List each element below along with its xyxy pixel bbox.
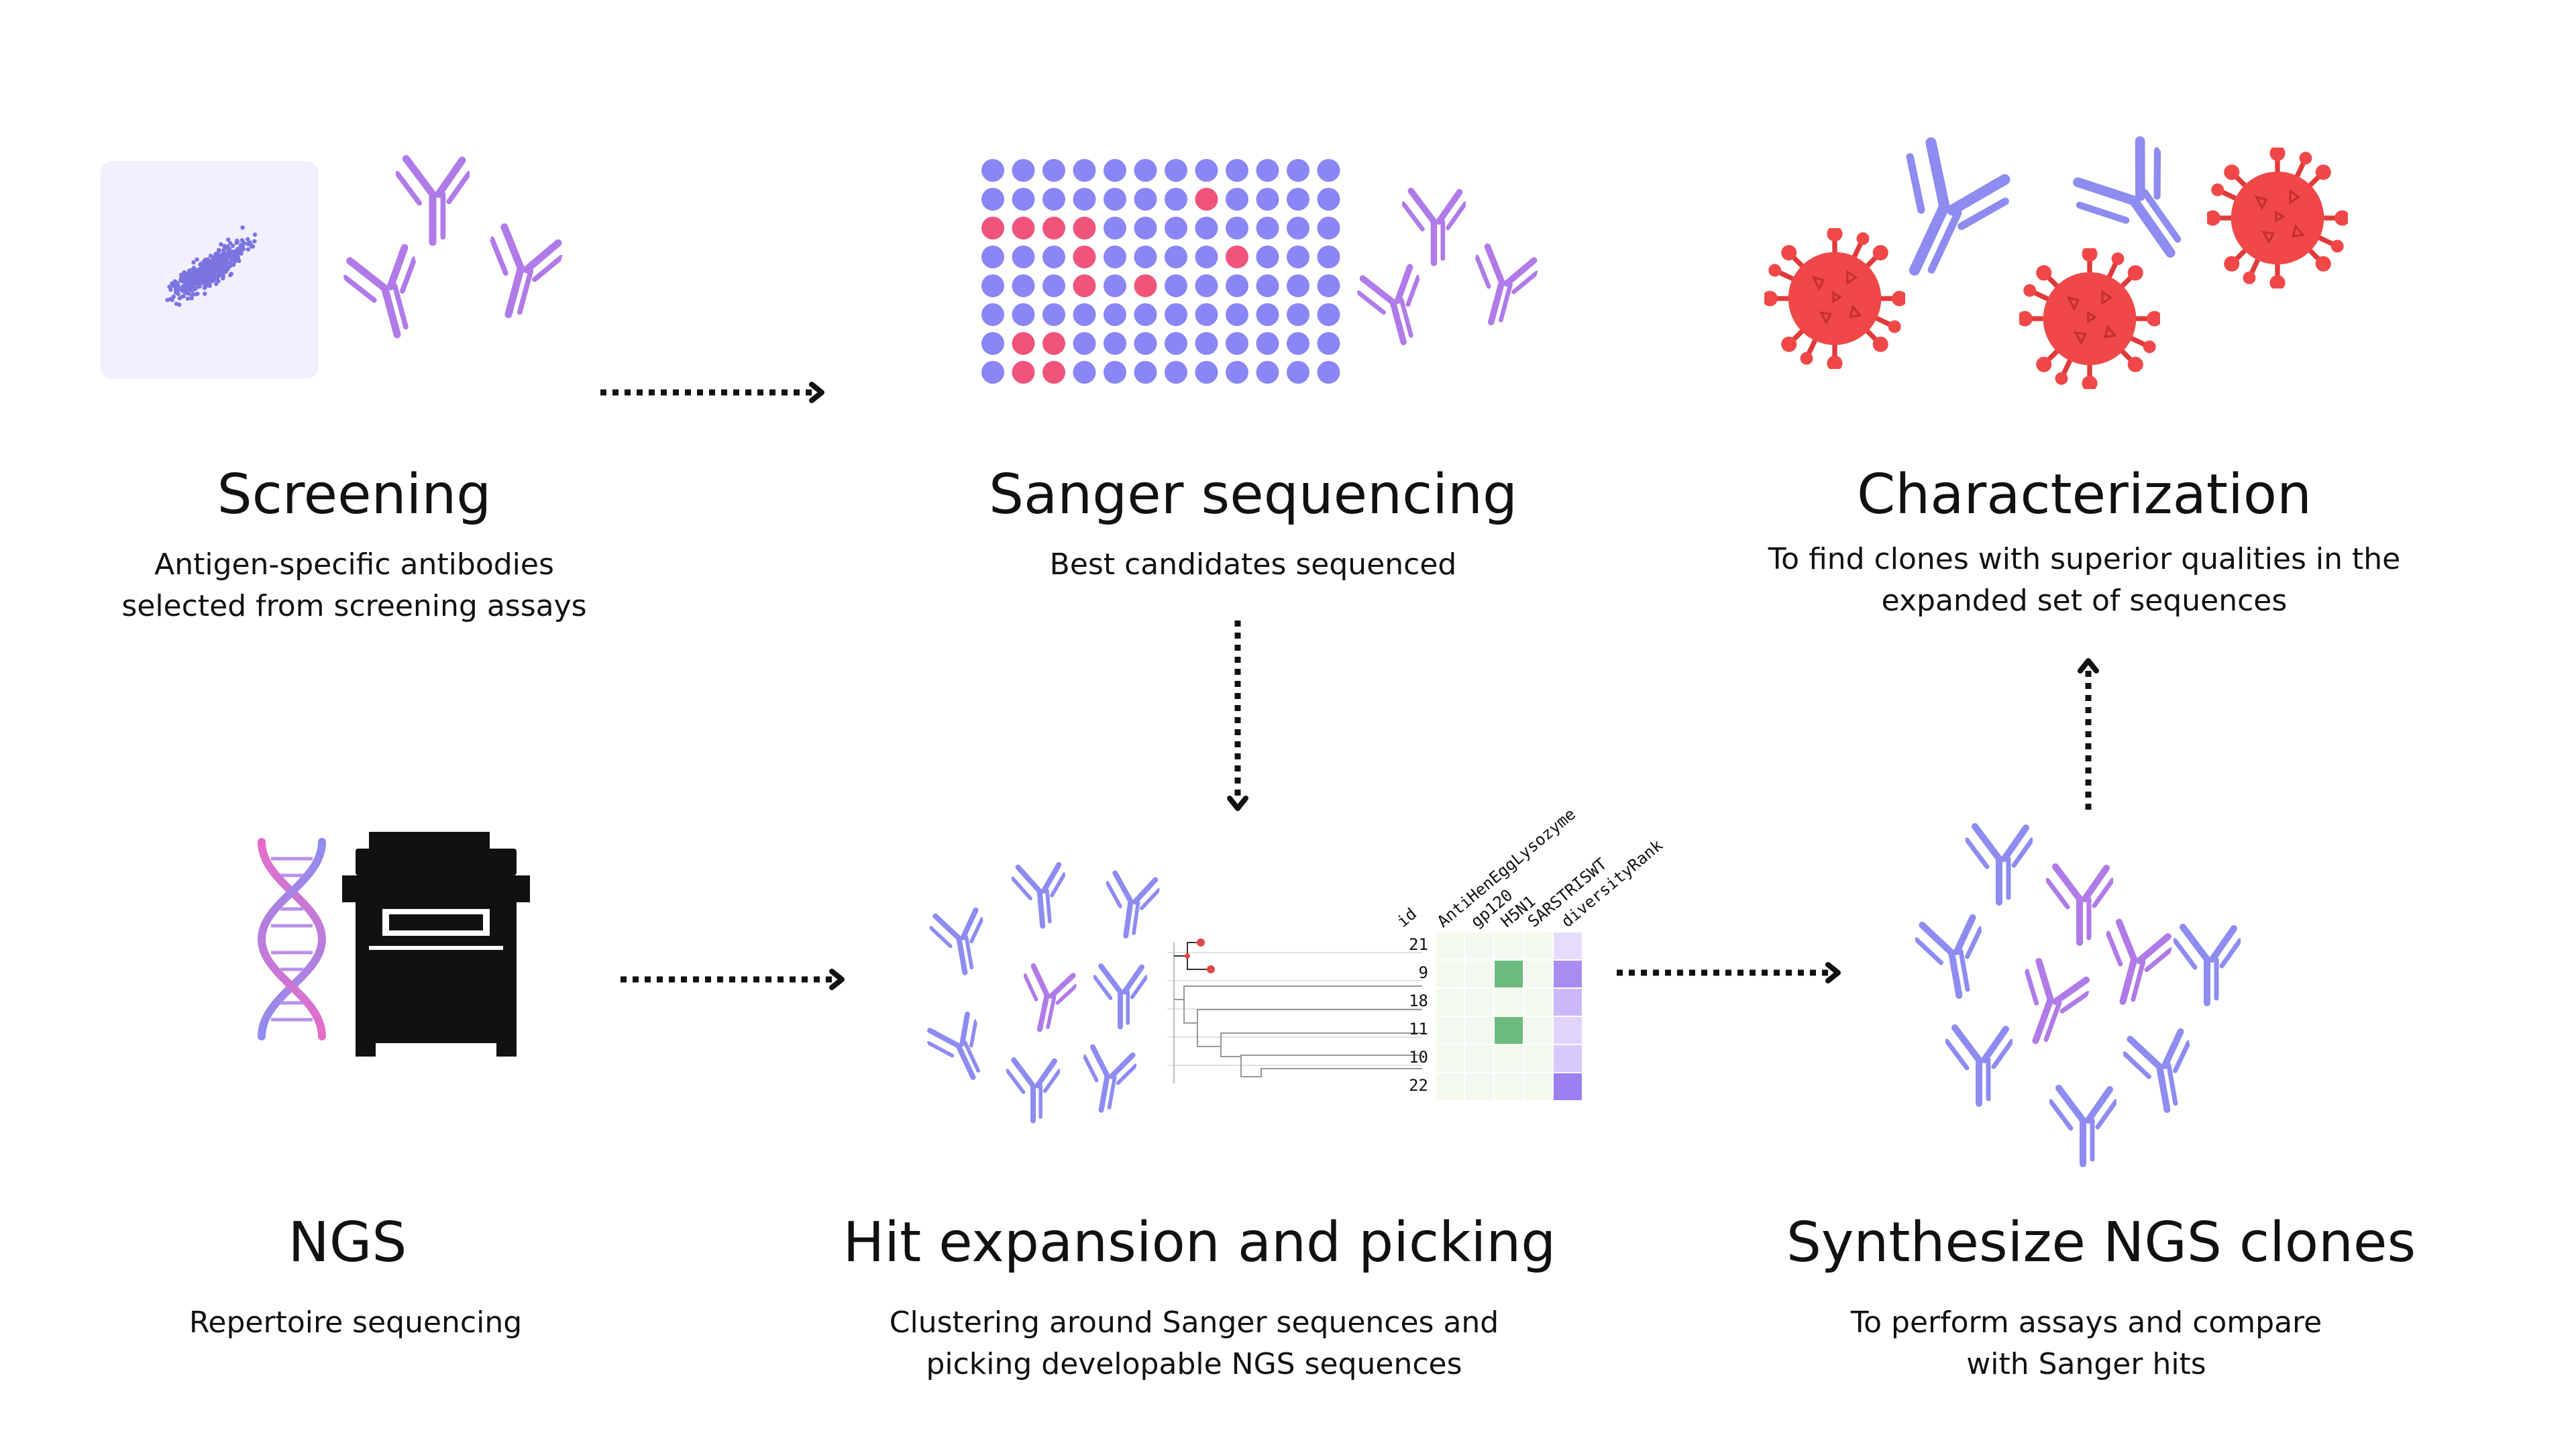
table-cell	[1465, 1045, 1493, 1072]
arrow-icon-synth-to-characterization	[2078, 658, 2099, 815]
phylogenetic-tree-icon	[1167, 938, 1422, 1083]
step-title-ngs: NGS	[288, 1211, 407, 1275]
table-cell	[1436, 1045, 1464, 1072]
table-cell	[1524, 1073, 1552, 1100]
table-cell	[1524, 1017, 1552, 1044]
antibody-icon-group-sanger	[1362, 181, 1550, 369]
step-desc-characterization: To find clones with superior qualities i…	[1768, 542, 2401, 618]
table-cell	[1554, 1073, 1582, 1100]
arrow-icon-hits-to-synth	[1617, 962, 1841, 983]
table-cell	[1465, 961, 1493, 987]
virus-icon	[2017, 246, 2162, 391]
step-title-hits: Hit expansion and picking	[843, 1211, 1556, 1275]
table-cell	[1436, 961, 1464, 987]
table-row-id: 9	[1418, 963, 1428, 982]
table-cell	[1436, 989, 1464, 1016]
table-cell	[1495, 989, 1523, 1016]
table-cell	[1554, 932, 1582, 959]
table-row-id: 21	[1409, 935, 1428, 954]
virus-icon-group	[1764, 141, 2355, 382]
table-cell	[1436, 1073, 1464, 1100]
step-title-characterization: Characterization	[1857, 463, 2312, 527]
table-cell	[1554, 961, 1582, 987]
step-desc-ngs: Repertoire sequencing	[189, 1305, 523, 1340]
arrow-icon-ngs-to-hits	[621, 969, 845, 990]
antibody-icon-cloud-synth	[1905, 818, 2254, 1181]
table-cell	[1436, 1017, 1464, 1044]
table-cell	[1436, 932, 1464, 959]
antibody-icon-group-screening	[349, 148, 577, 376]
step-title-sanger: Sanger sequencing	[988, 463, 1518, 527]
table-cell	[1554, 989, 1582, 1016]
table-cell	[1554, 1017, 1582, 1044]
table-cell	[1495, 961, 1523, 987]
table-cell	[1465, 1017, 1493, 1044]
step-desc-sanger: Best candidates sequenced	[1049, 547, 1457, 582]
table-cell	[1465, 989, 1493, 1016]
arrow-icon-screening-to-sanger	[600, 382, 824, 403]
well-plate-icon	[981, 159, 1340, 384]
table-cell	[1495, 1017, 1523, 1044]
table-cell	[1524, 1045, 1552, 1072]
step-title-screening: Screening	[217, 463, 492, 527]
dna-helix-icon	[257, 838, 327, 1040]
step-title-synth: Synthesize NGS clones	[1786, 1211, 2416, 1275]
sequencer-machine-icon	[342, 832, 530, 1057]
virus-icon	[2205, 146, 2350, 290]
table-row-id: 10	[1409, 1048, 1428, 1067]
virus-icon	[1762, 226, 1907, 371]
table-cell	[1495, 1073, 1523, 1100]
table-cell	[1524, 989, 1552, 1016]
table-cell	[1495, 932, 1523, 959]
table-cell	[1524, 932, 1552, 959]
table-row-id: 11	[1409, 1020, 1428, 1038]
table-cell	[1465, 932, 1493, 959]
table-cell	[1465, 1073, 1493, 1100]
table-cell	[1495, 1045, 1523, 1072]
table-row-id: 22	[1409, 1076, 1428, 1095]
scatter-plot-points	[165, 225, 258, 307]
table-cell	[1524, 961, 1552, 987]
antibody-icon-cloud-hits	[932, 852, 1174, 1134]
arrow-icon-sanger-to-hits	[1227, 621, 1248, 811]
table-row-id: 18	[1409, 991, 1428, 1010]
table-cell	[1554, 1045, 1582, 1072]
